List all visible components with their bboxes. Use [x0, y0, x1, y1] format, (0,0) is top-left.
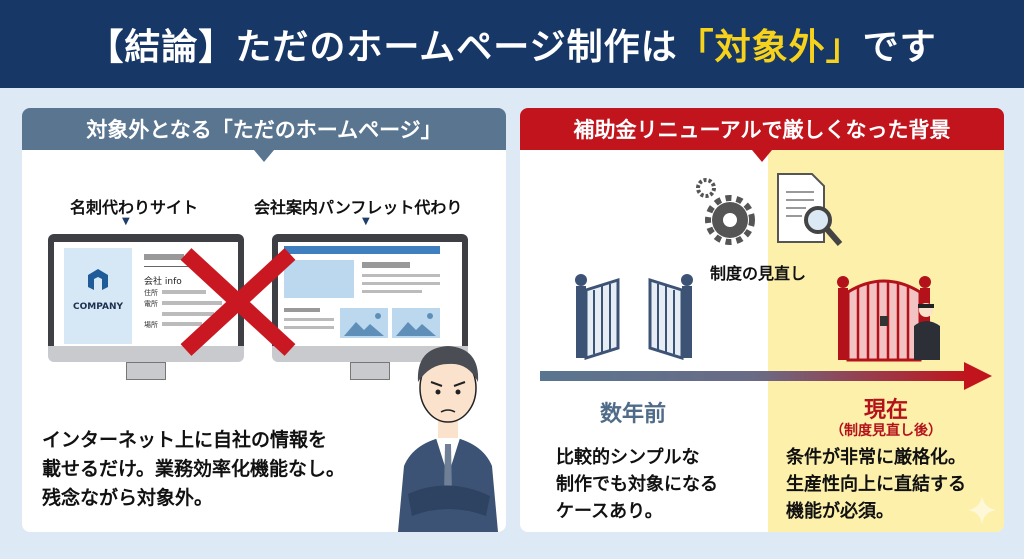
company-logo-text: COMPANY	[73, 302, 123, 312]
left-description: インターネット上に自社の情報を 載せるだけ。業務効率化機能なし。 残念ながら対象…	[42, 426, 345, 513]
description-line: 機能が必須。	[786, 501, 894, 522]
document-magnifier-icon	[777, 173, 843, 246]
title-text-end: です	[862, 27, 937, 68]
right-panel: 補助金リニューアルで厳しくなった背景 制度の見直し 数年前 現在 （制度見直し後…	[520, 108, 1004, 532]
monitor-brochure-site	[272, 234, 468, 384]
label-business-card-site: 名刺代わりサイト	[70, 198, 199, 217]
description-line: ケースあり。	[556, 501, 663, 522]
description-line: 条件が非常に厳格化。	[786, 447, 966, 468]
info-row-label: 住所	[144, 289, 158, 297]
worried-businessman-icon	[398, 346, 498, 532]
gears-icon	[696, 178, 755, 245]
info-row-label: 場所	[144, 321, 158, 329]
description-line: 生産性向上に直結する	[786, 474, 966, 495]
description-line: インターネット上に自社の情報を	[42, 429, 328, 451]
now-label: 現在	[863, 398, 908, 423]
closed-gate-guard-icon	[837, 276, 940, 362]
company-logo-icon	[88, 269, 108, 290]
heading-pointer	[752, 150, 772, 162]
left-panel: 対象外となる「ただのホームページ」 名刺代わりサイト ▼ 会社案内パンフレット代…	[22, 108, 506, 532]
now-sublabel: （制度見直し後）	[830, 423, 942, 439]
past-label: 数年前	[600, 402, 667, 427]
image-placeholder-icon	[340, 308, 388, 338]
down-arrow-icon: ▼	[122, 216, 130, 227]
description-line: 比較的シンプルな	[556, 447, 700, 468]
label-brochure-site: 会社案内パンフレット代わり	[254, 198, 463, 217]
heading-pointer	[254, 150, 274, 162]
description-line: 載せるだけ。業務効率化機能なし。	[42, 458, 346, 480]
timeline-arrow	[540, 362, 992, 390]
info-row-label: 電所	[144, 300, 158, 308]
left-panel-heading: 対象外となる「ただのホームページ」	[22, 108, 506, 150]
title-text: 【結論】ただのホームページ制作は	[87, 27, 678, 68]
page-title: 【結論】ただのホームページ制作は「対象外」です	[0, 0, 1024, 88]
review-label: 制度の見直し	[710, 264, 807, 283]
description-line: 制作でも対象になる	[556, 474, 718, 495]
red-x-icon	[180, 248, 296, 356]
description-line: 残念ながら対象外。	[42, 487, 214, 509]
now-description: 条件が非常に厳格化。 生産性向上に直結する 機能が必須。	[786, 444, 966, 525]
sparkle-icon	[968, 496, 996, 524]
company-logo-card: COMPANY	[64, 248, 132, 344]
title-highlight: 「対象外」	[677, 27, 863, 68]
past-description: 比較的シンプルな 制作でも対象になる ケースあり。	[556, 444, 718, 525]
monitor-business-card-site: COMPANY 会社 info 住所 電所 場所	[48, 234, 244, 384]
right-panel-heading: 補助金リニューアルで厳しくなった背景	[520, 108, 1004, 150]
image-placeholder-icon	[392, 308, 440, 338]
info-title: 会社 info	[144, 277, 182, 287]
open-gate-icon	[575, 274, 693, 360]
down-arrow-icon: ▼	[362, 216, 370, 227]
